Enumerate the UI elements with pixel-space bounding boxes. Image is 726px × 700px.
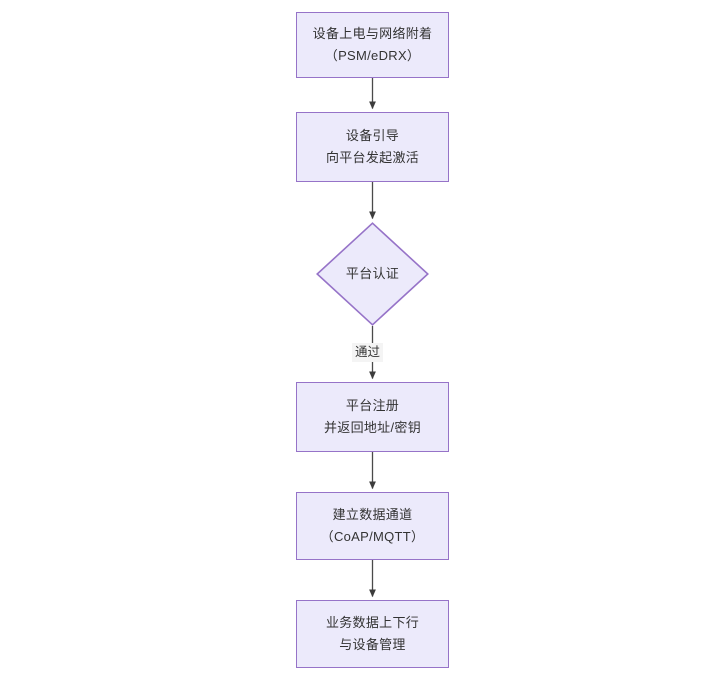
node-business-data-and-device-management[interactable]: 业务数据上下行 与设备管理 [296,600,449,668]
node-label-line: 建立数据通道 [332,507,413,522]
node-label-line: 平台注册 [345,398,400,413]
node-platform-registration[interactable]: 平台注册 并返回地址/密钥 [296,382,449,452]
node-device-power-on[interactable]: 设备上电与网络附着 （PSM/eDRX） [296,12,449,78]
node-device-bootstrap[interactable]: 设备引导 向平台发起激活 [296,112,449,182]
node-platform-authentication[interactable]: 平台认证 [316,222,429,326]
node-label-line: 平台认证 [345,266,400,281]
node-label-line: 设备引导 [345,128,400,143]
node-label-line: 向平台发起激活 [325,150,420,165]
diamond-shape-icon [316,222,429,326]
node-label-line: 业务数据上下行 [325,615,420,630]
node-label-line: （PSM/eDRX） [324,48,421,63]
edge-label-pass: 通过 [352,343,384,362]
node-establish-data-channel[interactable]: 建立数据通道 （CoAP/MQTT） [296,492,449,560]
node-label-line: （CoAP/MQTT） [320,529,425,544]
node-label-line: 设备上电与网络附着 [312,26,433,41]
node-label-line: 并返回地址/密钥 [323,420,421,435]
node-label-line: 与设备管理 [339,637,406,652]
